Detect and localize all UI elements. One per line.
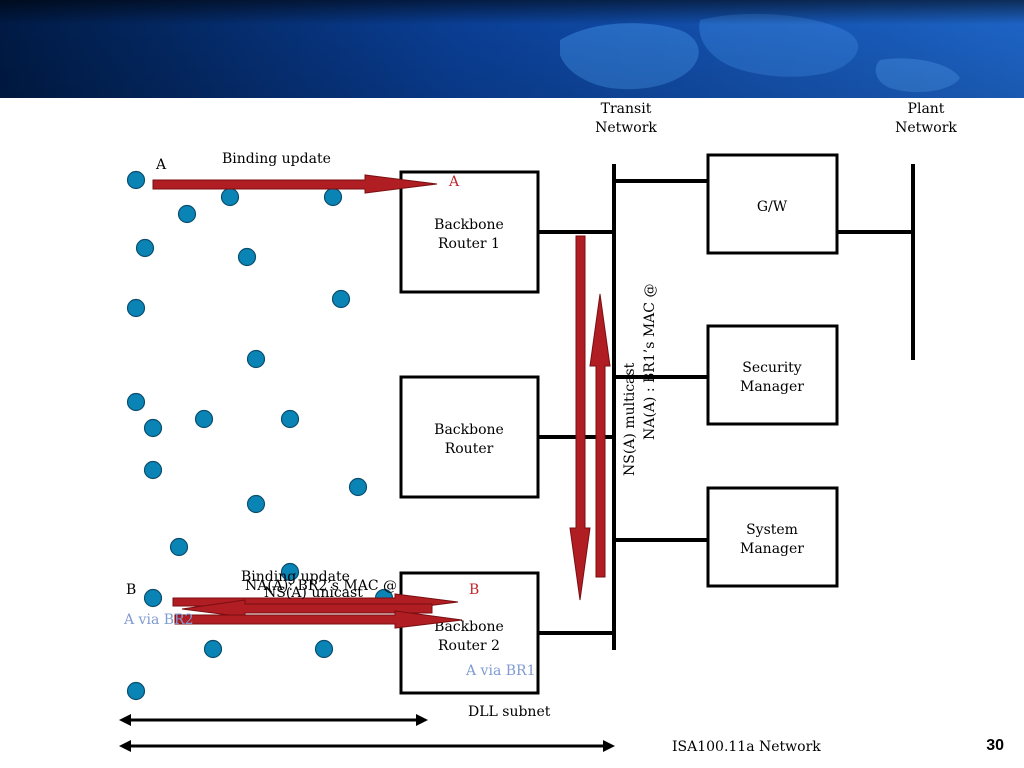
gateway-label: G/W [757,199,788,215]
system-manager-box: System Manager [706,486,839,588]
field-device-node [314,639,334,659]
na-br2-mac-label: NA(A): BR2’s MAC @ [245,578,397,594]
isa-network-label: ISA100.11a Network [672,739,821,755]
header-banner [0,0,1024,98]
a-via-br2-label: A via BR2 [123,612,193,628]
dll-subnet-span-arrow [119,714,428,726]
field-devices [126,170,394,701]
backbone-router-label-line2: Router [445,441,494,457]
node-a-label: A [155,157,167,173]
field-device-node [135,238,155,258]
field-device-node [143,418,163,438]
field-device-node [126,392,146,412]
field-device-node [143,460,163,480]
plant-network-label-line2: Network [895,120,957,136]
backbone-router-1-label-line1: Backbone [434,217,504,233]
field-device-node [280,409,300,429]
ns-unicast-label: NS(A) unicast [264,585,363,601]
field-device-node [331,289,351,309]
field-device-node [143,588,163,608]
isa-network-span-arrow [119,740,615,752]
ns-multicast-label: NS(A) multicast [622,362,638,476]
field-device-node [126,170,146,190]
backbone-router-2-box: Backbone Router 2 [399,571,540,695]
system-manager-label-line2: Manager [740,541,804,557]
security-manager-label-line2: Manager [740,379,804,395]
gateway-box: G/W [706,153,839,255]
binding-update-bottom-label: Binding update [241,569,350,585]
backbone-router-1-label-line2: Router 1 [438,236,500,252]
binding-update-top-label: Binding update [222,151,331,167]
backbone-router-2-label-line1: Backbone [434,619,504,635]
transit-network-label-line1: Transit [601,101,652,117]
dll-subnet-label: DLL subnet [468,704,551,720]
field-device-node [194,409,214,429]
field-device-node [246,494,266,514]
na-br1-mac-label: NA(A) : BR1’s MAC @ [642,284,658,440]
backbone-router-box: Backbone Router [399,375,540,499]
field-device-node [220,187,240,207]
a-via-br1-label: A via BR1 [465,663,535,679]
field-device-node [177,204,197,224]
security-manager-label-line1: Security [742,360,802,376]
ns-unicast-arrow [174,610,463,629]
field-device-node [348,477,368,497]
field-device-node [126,298,146,318]
field-device-node [169,537,189,557]
backbone-router-1-box: Backbone Router 1 [399,170,540,294]
field-device-node [246,349,266,369]
plant-network-label-line1: Plant [908,101,945,117]
field-device-node [280,562,300,582]
ns-multicast-arrow [569,235,591,601]
node-a-at-br1-label: A [448,174,460,190]
na-br1-mac-arrow [589,293,611,578]
node-b-label: B [126,582,136,598]
binding-update-arrow-top [152,174,438,194]
node-b-at-br2-label: B [469,582,479,598]
field-device-node [323,187,343,207]
page-number: 30 [986,737,1004,754]
security-manager-box: Security Manager [706,324,839,426]
field-device-node [237,247,257,267]
field-device-node [126,681,146,701]
backbone-router-2-label-line2: Router 2 [438,638,500,654]
field-device-node [203,639,223,659]
transit-network-label-line2: Network [595,120,657,136]
backbone-router-label-line1: Backbone [434,422,504,438]
system-manager-label-line1: System [746,522,798,538]
